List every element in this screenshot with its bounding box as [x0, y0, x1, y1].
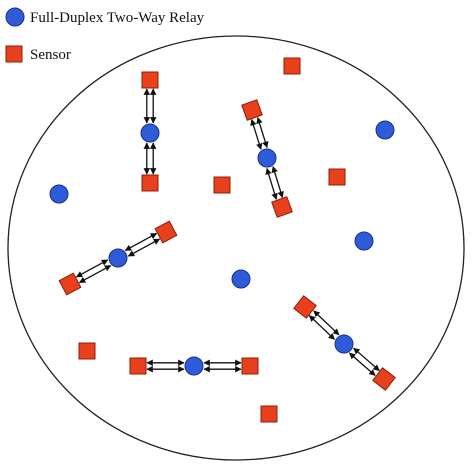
relay-sensor-link — [203, 359, 242, 373]
links-layer — [75, 88, 380, 376]
nodes-layer — [49, 57, 396, 423]
relay-sensor-link — [124, 232, 161, 257]
relay-node — [257, 148, 277, 168]
relay-sensor-link — [308, 310, 340, 340]
bidirectional-arrow — [124, 232, 158, 251]
sensor-node — [154, 220, 178, 244]
relay-node — [231, 269, 251, 289]
sensor-node — [78, 342, 96, 360]
relay-sensor-link — [143, 88, 157, 124]
relay-legend-icon — [5, 7, 25, 27]
bidirectional-arrow — [353, 347, 380, 372]
sensor-node — [372, 367, 396, 391]
legend: Full-Duplex Two-Way Relay Sensor — [5, 7, 205, 63]
sensor-node — [141, 174, 159, 192]
sensor-node — [241, 99, 263, 121]
relay-sensor-link — [75, 259, 112, 284]
relay-sensor-link — [265, 166, 284, 200]
relay-node — [354, 231, 374, 251]
coverage-area-boundary — [7, 35, 465, 461]
bidirectional-arrow — [250, 118, 263, 151]
bidirectional-arrow — [78, 265, 112, 284]
relay-node — [108, 248, 128, 268]
bidirectional-arrow — [308, 315, 336, 340]
sensor-node — [241, 357, 259, 375]
bidirectional-arrow — [75, 259, 109, 278]
sensor-node — [58, 272, 82, 296]
relay-node — [334, 334, 354, 354]
sensor-node — [283, 57, 301, 75]
sensor-legend-label: Sensor — [30, 47, 71, 63]
relay-legend-label: Full-Duplex Two-Way Relay — [30, 10, 205, 26]
sensor-node — [293, 295, 317, 319]
sensor-node — [271, 196, 293, 218]
sensor-node — [328, 168, 346, 186]
relay-node — [140, 123, 160, 143]
relay-node — [49, 184, 69, 204]
relay-sensor-link — [146, 359, 185, 373]
relay-node — [375, 120, 395, 140]
relay-sensor-link — [250, 117, 269, 151]
sensor-node — [213, 176, 231, 194]
sensor-node — [260, 405, 278, 423]
sensor-legend-icon — [5, 45, 23, 63]
sensor-node — [129, 357, 147, 375]
relay-sensor-link — [143, 142, 157, 175]
relay-node — [184, 356, 204, 376]
sensor-node — [141, 71, 159, 89]
bidirectional-arrow — [271, 166, 284, 199]
bidirectional-arrow — [127, 238, 161, 257]
relay-sensor-link — [348, 347, 380, 376]
